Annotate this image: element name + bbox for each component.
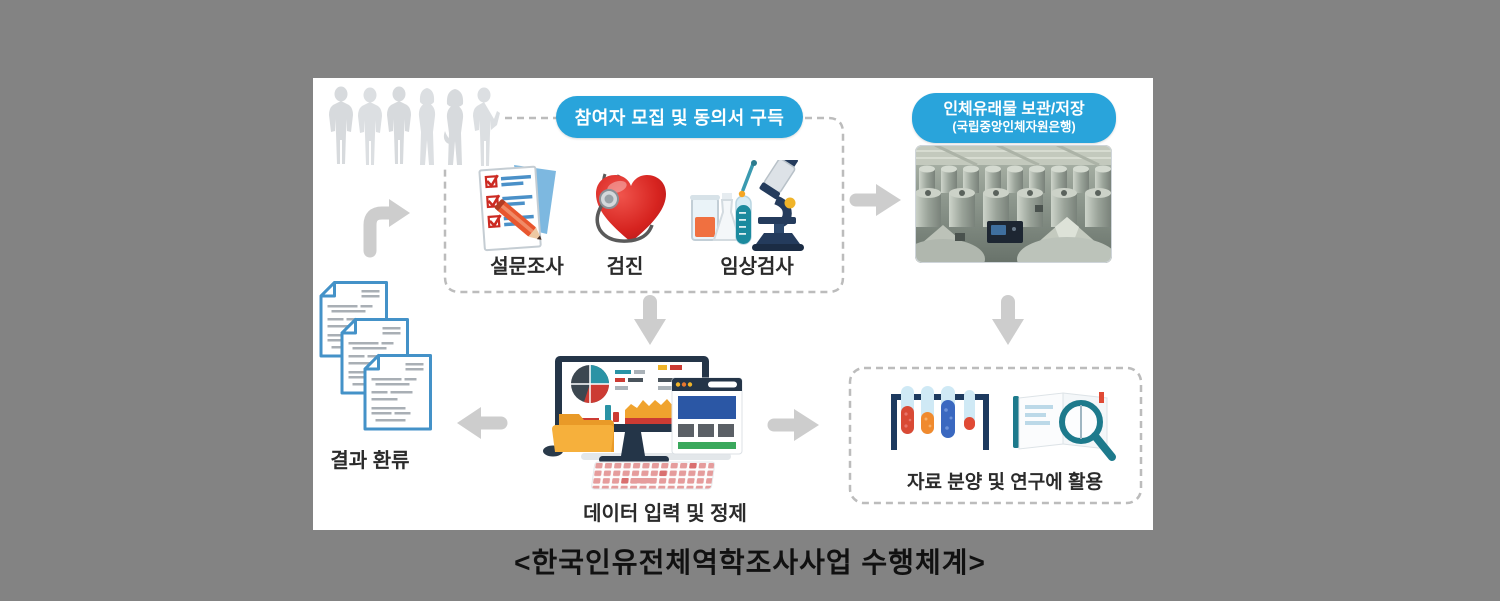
dropper xyxy=(738,160,757,198)
arrow-to-feedback xyxy=(457,407,508,439)
browser-window xyxy=(671,377,743,455)
bent-right-arrow xyxy=(363,199,410,258)
test-tube xyxy=(735,195,752,245)
book-magnifier-icon xyxy=(1013,392,1116,461)
keyboard xyxy=(591,461,716,490)
arrow-down-from-recruitment xyxy=(634,295,666,345)
step-label-checkup: 검진 xyxy=(606,256,644,278)
dashboard-pie-chart xyxy=(571,365,609,403)
folder xyxy=(552,414,614,452)
magnifier xyxy=(1059,400,1116,461)
feedback-label: 결과 환류 xyxy=(330,450,410,472)
cryotank-row-far xyxy=(919,165,1111,193)
arrow-to-storage xyxy=(849,184,901,216)
storage-subtitle: (국립중앙인체자원은행) xyxy=(952,120,1076,135)
step-label-clinical-test: 임상검사 xyxy=(720,256,794,278)
biobank-facility-photo xyxy=(915,145,1112,263)
test-tube-blue xyxy=(941,386,955,438)
dashboard-bar-chart xyxy=(605,405,619,422)
usage-dashed-box xyxy=(848,366,1143,505)
diagram-caption: <한국인유전체역학조사사업 수행체계> xyxy=(514,547,986,578)
diagram-panel: 참여자 모집 및 동의서 구득 인체유래물 보관/저장 (국립중앙인체자원은행) xyxy=(313,78,1153,530)
test-tube-orange xyxy=(921,386,934,434)
microscope xyxy=(752,160,804,251)
pencil xyxy=(494,199,542,240)
data-entry-label: 데이터 입력 및 정제 xyxy=(583,503,747,525)
stacked-documents-icon xyxy=(319,281,432,431)
test-tube-rack-icon xyxy=(891,386,989,450)
clinical-lab-icon xyxy=(690,160,804,251)
participants-silhouettes-icon xyxy=(329,86,500,166)
test-tube-small-red xyxy=(964,390,975,430)
recruitment-pill-text: 참여자 모집 및 동의서 구득 xyxy=(574,108,785,128)
storage-pill-label: 인체유래물 보관/저장 (국립중앙인체자원은행) xyxy=(912,93,1116,143)
recruitment-pill-label: 참여자 모집 및 동의서 구득 xyxy=(556,96,803,138)
computer-dashboard-icon xyxy=(543,356,743,490)
storage-title: 인체유래물 보관/저장 xyxy=(943,101,1085,119)
flow-arrows xyxy=(363,184,1024,441)
heart-stethoscope-icon xyxy=(595,173,666,243)
step-label-survey: 설문조사 xyxy=(490,256,564,278)
arrow-to-usage xyxy=(767,409,819,441)
connectors-layer xyxy=(363,116,1143,505)
dashboard-legend xyxy=(615,365,682,390)
document-sheet xyxy=(363,354,432,431)
arrow-down-from-storage xyxy=(992,295,1024,345)
test-tube-red xyxy=(901,386,914,434)
survey-checklist-icon xyxy=(478,165,556,252)
beaker xyxy=(690,195,720,241)
usage-label: 자료 분양 및 연구에 활용 xyxy=(907,472,1103,493)
